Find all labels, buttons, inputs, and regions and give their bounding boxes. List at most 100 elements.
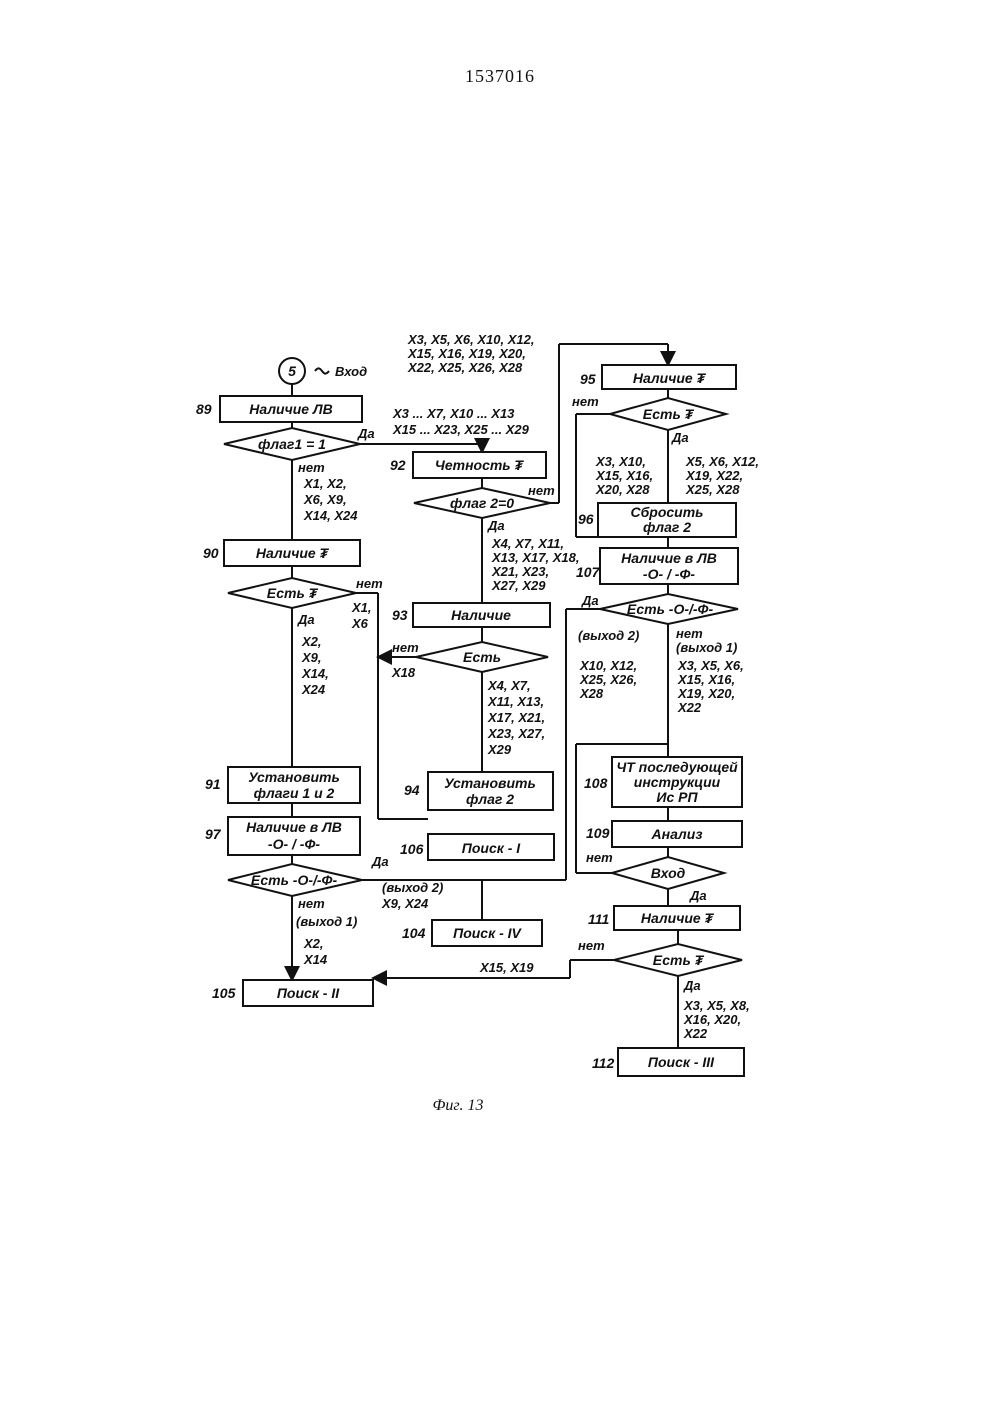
block-96-line1: Сбросить — [631, 504, 704, 520]
d1-yes: Да — [357, 426, 375, 441]
block-106-label: Поиск - I — [462, 840, 521, 856]
d1-yes-vars-2: X15 ... X23, X25 ... X29 — [392, 422, 530, 437]
top-vars-2: X15, X16, X19, X20, — [407, 346, 526, 361]
decision-flag2-label: флаг 2=0 — [450, 495, 514, 511]
block-109-label: Анализ — [651, 826, 703, 842]
d1-no: нет — [298, 460, 325, 475]
block-number-108: 108 — [584, 775, 608, 791]
d5-yes-vars-4: X23, X27, — [487, 726, 545, 741]
d7-no-vars-1: X3, X5, X6, — [677, 658, 744, 673]
d5-yes-vars-1: X4, X7, — [487, 678, 531, 693]
d7-yes-vars-1: X10, X12, — [579, 658, 637, 673]
block-107-line2: -О- / -Ф- — [643, 566, 695, 582]
d9-no-vars: X15, X19 — [479, 960, 534, 975]
d8-no: нет — [586, 850, 613, 865]
block-number-90: 90 — [203, 545, 219, 561]
d2-yes-vars-2: X9, — [301, 650, 322, 665]
d4-yes: Да — [487, 518, 505, 533]
d6-yes: Да — [671, 430, 689, 445]
block-97-line2: -О- / -Ф- — [268, 836, 320, 852]
d7-no-vars-2: X15, X16, — [677, 672, 735, 687]
d2-no-vars-1: X1, — [351, 600, 372, 615]
block-number-109: 109 — [586, 825, 610, 841]
d6-no: нет — [572, 394, 599, 409]
d4-yes-vars-1: X4, X7, X11, — [491, 536, 564, 551]
d5-no: нет — [392, 640, 419, 655]
decision-o-f-right-label: Есть -О-/-Ф- — [627, 601, 714, 617]
d9-yes-vars-2: X16, X20, — [683, 1012, 741, 1027]
d4-yes-vars-3: X21, X23, — [491, 564, 549, 579]
decision-has-t-bottom-label: Есть ₮ — [653, 952, 705, 968]
block-108-line2: инструкции — [634, 774, 721, 790]
d7-yes-vars-3: X28 — [579, 686, 604, 701]
block-96-line2: флаг 2 — [643, 519, 691, 535]
block-104-label: Поиск - IV — [453, 925, 522, 941]
block-number-112: 112 — [592, 1055, 615, 1071]
block-89-label: Наличие ЛВ — [249, 401, 332, 417]
block-number-111: 111 — [588, 911, 609, 927]
d1-no-vars-3: X14, X24 — [303, 508, 358, 523]
d3-yes: Да — [371, 854, 389, 869]
d6-yes-vars-1: X5, X6, X12, — [685, 454, 759, 469]
block-number-105: 105 — [212, 985, 236, 1001]
d4-no: нет — [528, 483, 555, 498]
block-number-97: 97 — [205, 826, 222, 842]
d6-no-vars-2: X15, X16, — [595, 468, 653, 483]
d7-yes: Да — [581, 593, 599, 608]
decision-has-t-left-label: Есть ₮ — [267, 585, 319, 601]
decision-entry-label: Вход — [651, 865, 686, 881]
d2-no-vars-2: X6 — [351, 616, 369, 631]
block-108-line3: Ис РП — [656, 789, 698, 805]
decision-o-f-left-label: Есть -О-/-Ф- — [251, 872, 338, 888]
d4-yes-vars-2: X13, X17, X18, — [491, 550, 579, 565]
d9-yes: Да — [683, 978, 701, 993]
block-94-line1: Установить — [444, 775, 536, 791]
top-vars-3: X22, X25, X26, X28 — [407, 360, 523, 375]
decision-has-t-right-label: Есть ₮ — [643, 406, 695, 422]
block-92-label: Четность ₮ — [435, 457, 525, 473]
d5-yes-vars-2: X11, X13, — [487, 694, 544, 709]
entry-label: Вход — [335, 364, 367, 379]
d2-no: нет — [356, 576, 383, 591]
block-number-107: 107 — [576, 564, 601, 580]
block-111-label: Наличие ₮ — [641, 910, 715, 926]
d6-yes-vars-2: X19, X22, — [685, 468, 743, 483]
entry-number: 5 — [288, 363, 296, 379]
d1-no-vars-1: X1, X2, — [303, 476, 347, 491]
block-90-label: Наличие ₮ — [256, 545, 330, 561]
d3-yes-vars: X9, X24 — [381, 896, 429, 911]
d9-yes-vars-3: X22 — [683, 1026, 708, 1041]
block-number-91: 91 — [205, 776, 221, 792]
block-number-89: 89 — [196, 401, 212, 417]
d8-yes: Да — [689, 888, 707, 903]
block-number-92: 92 — [390, 457, 406, 473]
block-97-line1: Наличие в ЛВ — [246, 819, 342, 835]
block-94-line2: флаг 2 — [466, 791, 514, 807]
d3-exit1: (выход 1) — [296, 914, 357, 929]
block-91-line1: Установить — [248, 769, 340, 785]
d6-yes-vars-3: X25, X28 — [685, 482, 740, 497]
entry-brace — [315, 368, 329, 373]
block-number-95: 95 — [580, 371, 596, 387]
top-vars-1: X3, X5, X6, X10, X12, — [407, 332, 534, 347]
d1-yes-vars-1: X3 ... X7, X10 ... X13 — [392, 406, 515, 421]
block-number-106: 106 — [400, 841, 424, 857]
block-number-96: 96 — [578, 511, 594, 527]
d5-yes-vars-5: X29 — [487, 742, 512, 757]
d6-no-vars-3: X20, X28 — [595, 482, 650, 497]
d2-yes-vars-3: X14, — [301, 666, 329, 681]
d4-yes-vars-4: X27, X29 — [491, 578, 546, 593]
block-108-line1: ЧТ последующей — [616, 759, 738, 775]
block-number-104: 104 — [402, 925, 426, 941]
d7-exit2: (выход 2) — [578, 628, 639, 643]
d3-no-vars-2: X14 — [303, 952, 328, 967]
decision-flag1-label: флаг1 = 1 — [258, 436, 326, 452]
block-107-line1: Наличие в ЛВ — [621, 550, 717, 566]
d5-yes-vars-3: X17, X21, — [487, 710, 545, 725]
block-93-label: Наличие — [451, 607, 511, 623]
d3-no: нет — [298, 896, 325, 911]
d1-no-vars-2: X6, X9, — [303, 492, 347, 507]
d9-yes-vars-1: X3, X5, X8, — [683, 998, 750, 1013]
d7-no: нет — [676, 626, 703, 641]
